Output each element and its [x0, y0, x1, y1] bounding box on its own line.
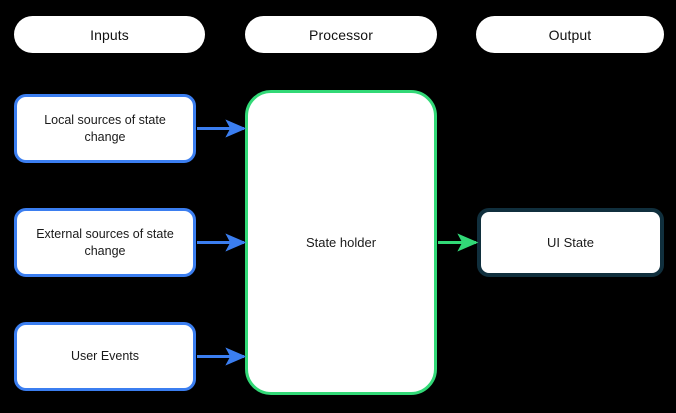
column-header-processor: Processor — [245, 16, 437, 53]
processor-box-state-holder: State holder — [245, 90, 437, 395]
column-header-output: Output — [476, 16, 664, 53]
input-box-external-sources: External sources of state change — [14, 208, 196, 277]
input-box-user-events: User Events — [14, 322, 196, 391]
processor-box-label: State holder — [305, 235, 377, 250]
column-header-processor-label: Processor — [309, 26, 373, 43]
input-box-local-sources-label: Local sources of state change — [44, 112, 166, 144]
output-box-ui-state: UI State — [477, 208, 664, 277]
output-box-label: UI State — [547, 235, 594, 250]
input-box-external-sources-label: External sources of state change — [36, 226, 174, 258]
column-header-output-label: Output — [548, 26, 592, 43]
input-box-user-events-label: User Events — [70, 349, 140, 364]
column-header-inputs-label: Inputs — [90, 26, 129, 43]
column-header-inputs: Inputs — [14, 16, 205, 53]
input-box-local-sources: Local sources of state change — [14, 94, 196, 163]
